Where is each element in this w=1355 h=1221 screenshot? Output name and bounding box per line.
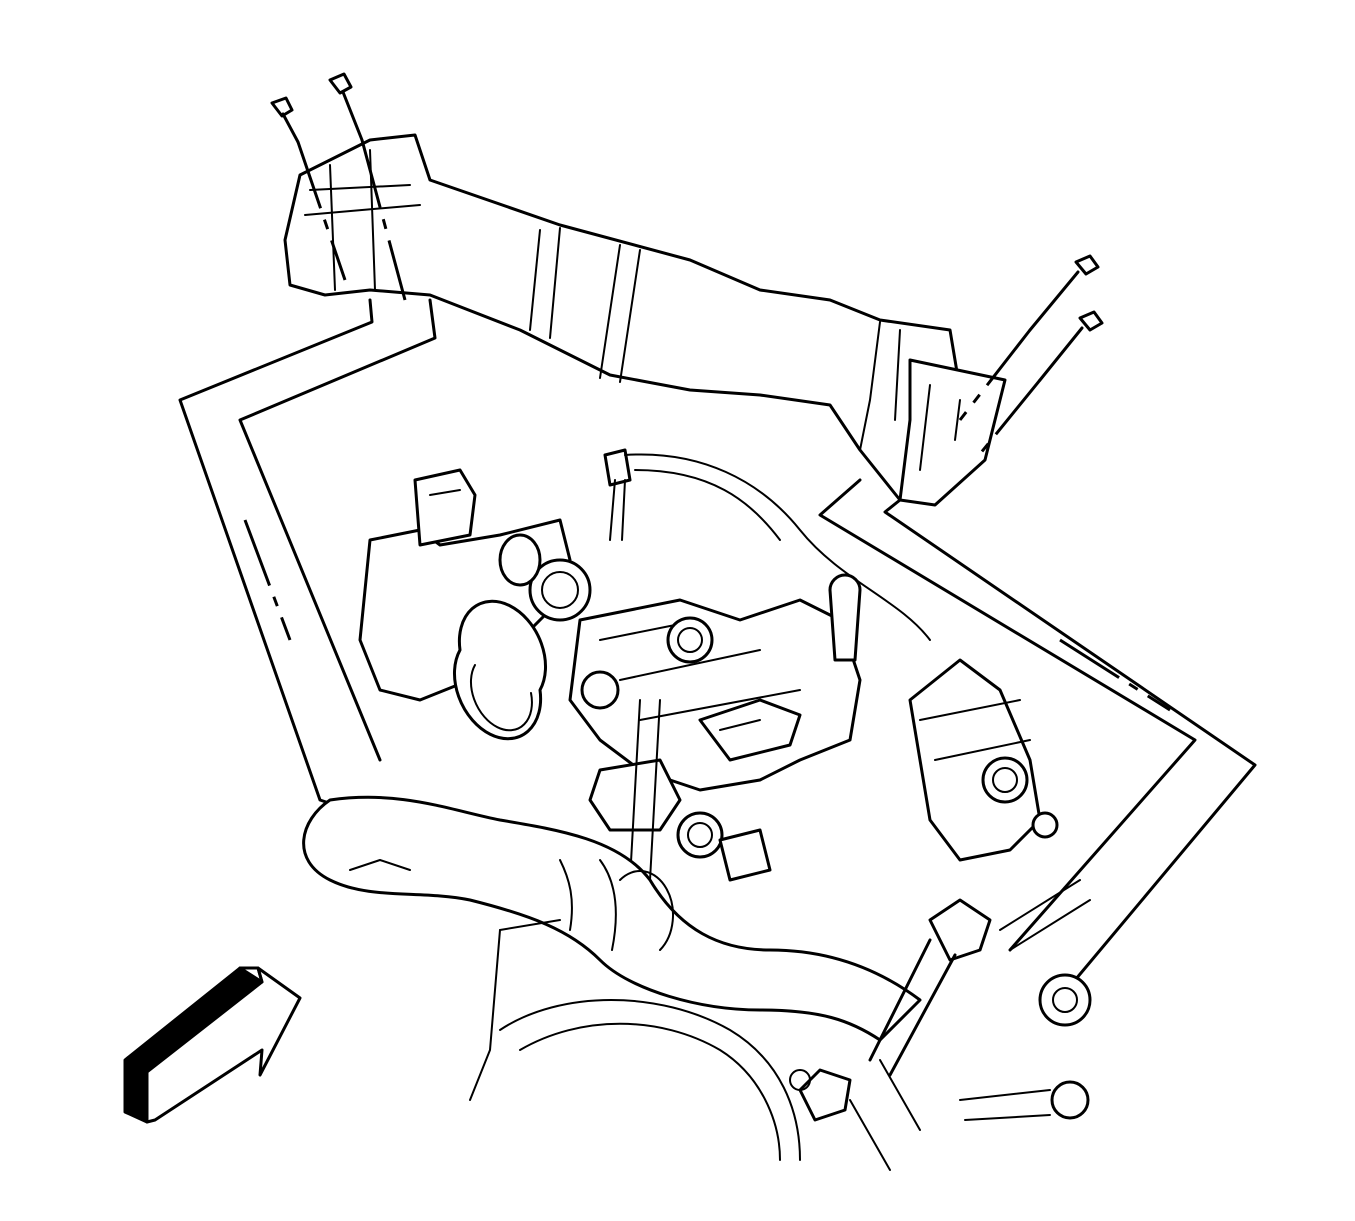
bolt-icon bbox=[958, 254, 1100, 421]
air-intake-duct bbox=[283, 133, 1007, 507]
view-direction-arrow-icon bbox=[123, 966, 302, 1124]
lower-hose bbox=[302, 795, 922, 1042]
throttle-body bbox=[358, 468, 592, 741]
flywheel bbox=[469, 919, 921, 1171]
valve-cover bbox=[908, 658, 1092, 1121]
bolt-icon bbox=[973, 310, 1104, 461]
bolt-icon bbox=[328, 72, 407, 301]
pipe-bracket bbox=[868, 879, 1091, 1077]
bolt-icon bbox=[270, 96, 347, 281]
engine-block bbox=[568, 448, 931, 882]
